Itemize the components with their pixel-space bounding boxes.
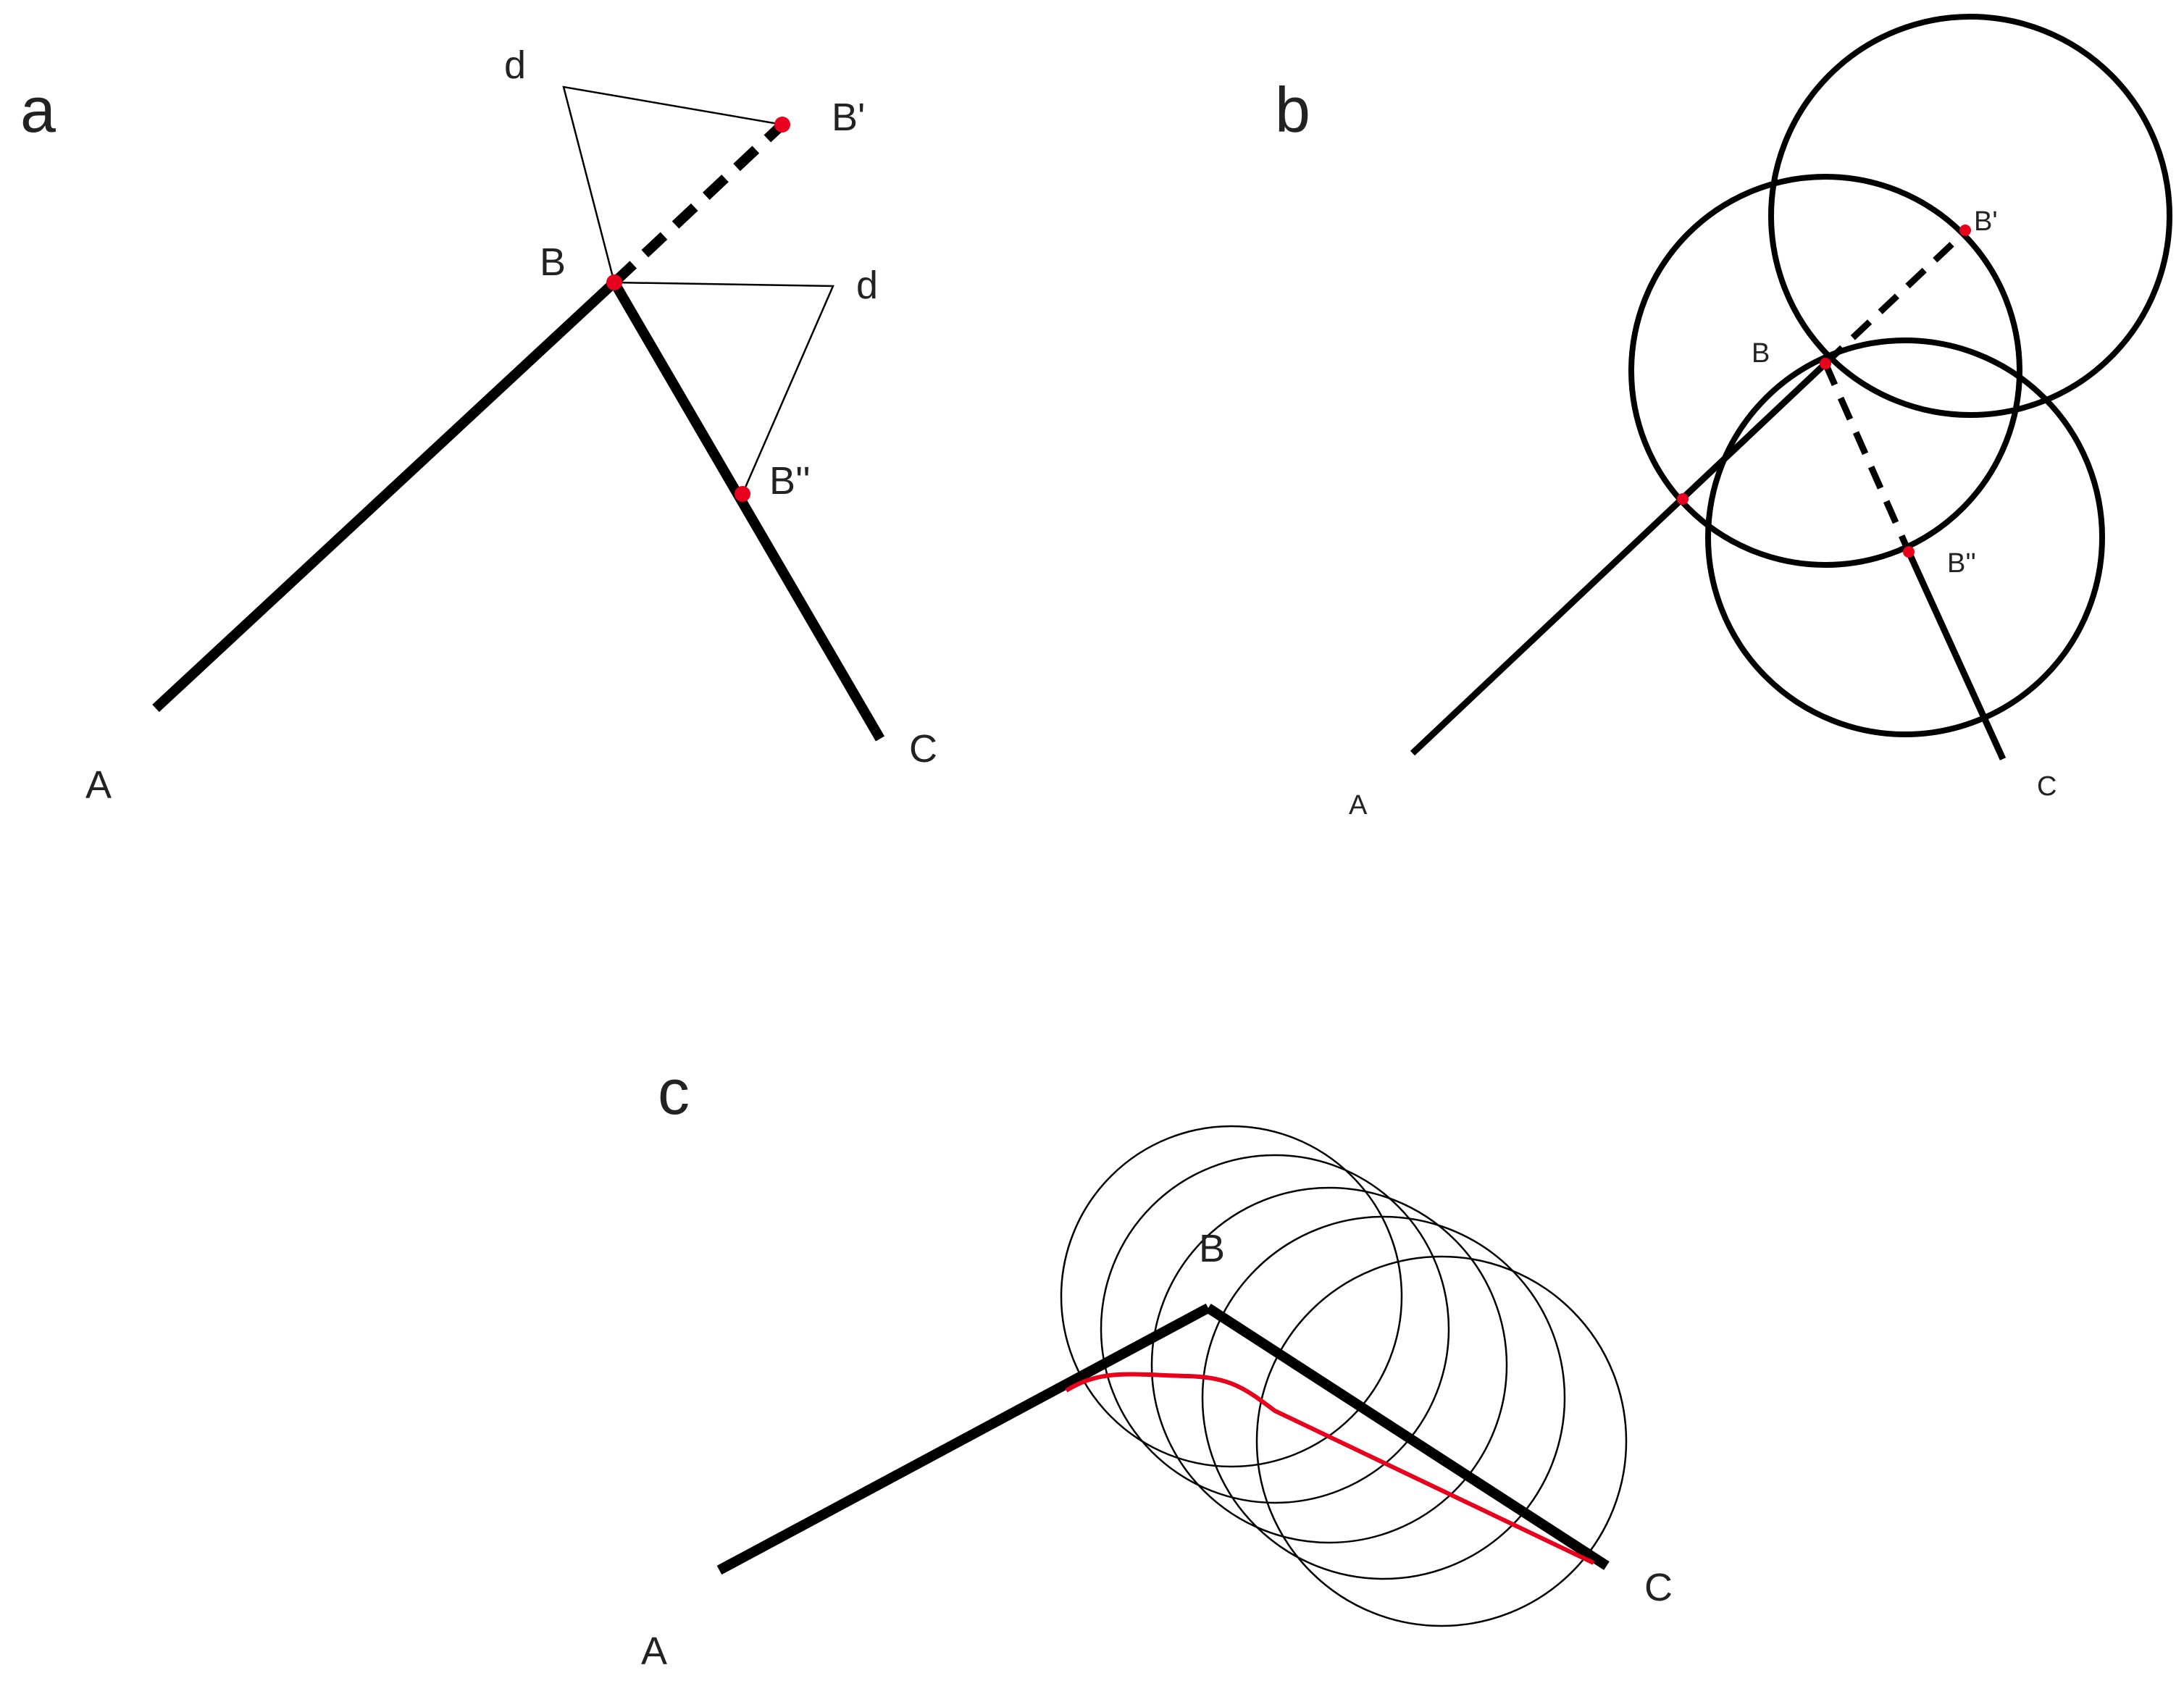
point-tangent — [1677, 493, 1689, 505]
label-b-prime: B' — [1974, 206, 1998, 237]
extension-bb-prime — [1823, 227, 1970, 366]
circle-center-b-double-prime — [1705, 337, 2105, 737]
rolling-circle — [1060, 1125, 1403, 1468]
panel-c-letter: c — [658, 1056, 690, 1128]
segment-ab — [1410, 361, 1828, 756]
circle-center-b-prime — [1768, 14, 2172, 418]
label-d-lower: d — [856, 264, 878, 307]
segment-bc — [1205, 1304, 1610, 1570]
distance-triangle-upper — [562, 85, 783, 283]
point-b — [1820, 358, 1831, 369]
rolling-circle — [1255, 1255, 1628, 1627]
label-b: B — [1752, 338, 1770, 369]
label-b-double-prime: B'' — [1947, 548, 1976, 579]
point-b-double-prime — [1903, 546, 1915, 558]
rolling-circle — [1201, 1215, 1566, 1580]
point-b-prime — [774, 117, 790, 133]
extension-bb-prime — [611, 120, 786, 287]
label-b-double-prime: B'' — [769, 459, 811, 503]
panel-b-letter: b — [1275, 74, 1310, 146]
panel-b: b A B C B' B'' — [1275, 14, 2172, 821]
panel-a: a A B C B' B'' d d — [20, 43, 937, 807]
panel-c: c A B C — [641, 1056, 1673, 1673]
label-a: A — [641, 1630, 667, 1673]
label-d-upper: d — [504, 43, 526, 87]
panel-a-letter: a — [20, 74, 56, 146]
point-b — [606, 274, 622, 290]
label-b: B — [540, 240, 566, 284]
circle-center-b — [1628, 174, 2022, 568]
segment-bc — [609, 280, 885, 742]
label-b: B — [1199, 1227, 1225, 1270]
segment-ab — [152, 278, 618, 713]
rolling-circle — [1100, 1154, 1450, 1504]
label-b-prime: B' — [832, 96, 865, 139]
rolling-circle — [1150, 1186, 1508, 1544]
label-a: A — [1349, 790, 1368, 821]
point-b-double-prime — [735, 486, 750, 502]
label-c: C — [1644, 1566, 1673, 1609]
point-b-prime — [1959, 225, 1971, 236]
smoothed-path — [1065, 1372, 1595, 1565]
segment-b-double-prime-c — [1905, 550, 2007, 760]
label-c: C — [909, 727, 937, 771]
segment-ab — [716, 1303, 1211, 1575]
label-a: A — [85, 763, 112, 807]
distance-triangle-lower — [614, 281, 834, 495]
label-c: C — [2037, 771, 2057, 802]
segment-bb-double-prime — [1822, 362, 1912, 553]
